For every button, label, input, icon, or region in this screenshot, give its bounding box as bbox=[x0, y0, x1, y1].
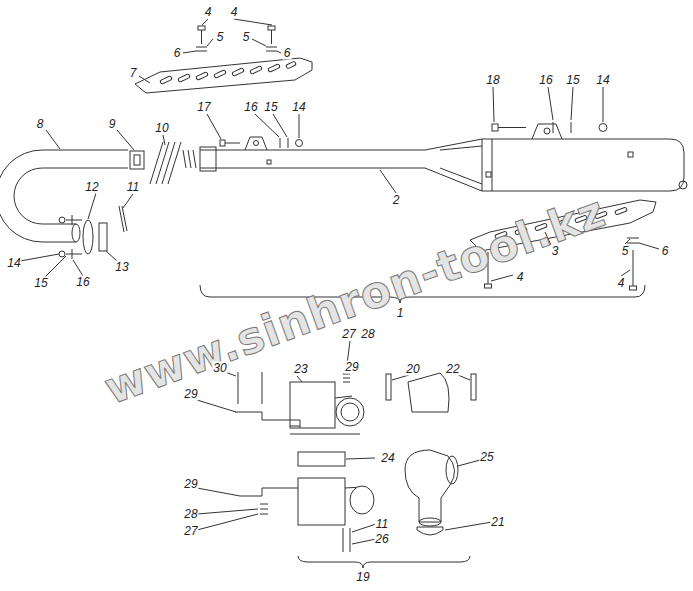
callout-number: 24 bbox=[380, 452, 395, 465]
callout-number: 1 bbox=[396, 307, 405, 320]
callout-number: 4 bbox=[204, 6, 213, 19]
callout-number: 15 bbox=[565, 74, 580, 87]
callout-number: 17 bbox=[196, 101, 211, 114]
callout-number: 14 bbox=[6, 257, 21, 270]
callout-number: 6 bbox=[173, 47, 182, 60]
callout-number: 5 bbox=[242, 31, 251, 44]
callout-number: 11 bbox=[126, 181, 140, 194]
callout-number: 6 bbox=[283, 47, 292, 60]
callout-number: 14 bbox=[291, 101, 306, 114]
callout-number: 27 bbox=[183, 525, 198, 538]
callout-number: 15 bbox=[33, 277, 48, 290]
callout-number: 14 bbox=[595, 74, 610, 87]
callout-number: 19 bbox=[355, 571, 370, 584]
callout-number: 21 bbox=[490, 516, 505, 529]
callout-number: 29 bbox=[344, 361, 359, 374]
callout-number: 10 bbox=[154, 122, 169, 135]
callout-number: 18 bbox=[485, 74, 500, 87]
watermark: www.sinhron-tool.kz bbox=[98, 186, 612, 414]
callout-number: 28 bbox=[360, 328, 375, 341]
callout-number: 4 bbox=[617, 277, 626, 290]
callout-number: 9 bbox=[108, 118, 117, 131]
callout-number: 29 bbox=[183, 388, 198, 401]
callout-number: 20 bbox=[405, 363, 420, 376]
callout-number: 23 bbox=[293, 363, 308, 376]
callout-number: 4 bbox=[230, 6, 239, 19]
callout-number: 5 bbox=[216, 31, 225, 44]
callout-number: 16 bbox=[538, 74, 553, 87]
callout-number: 30 bbox=[212, 362, 227, 375]
callout-number: 5 bbox=[621, 245, 630, 258]
callout-number: 16 bbox=[75, 276, 90, 289]
callout-number: 8 bbox=[36, 118, 45, 131]
callout-number: 27 bbox=[341, 328, 356, 341]
callout-number: 4 bbox=[516, 271, 525, 284]
callout-number: 25 bbox=[479, 451, 494, 464]
callout-number: 16 bbox=[243, 101, 258, 114]
callout-number: 22 bbox=[445, 363, 460, 376]
callout-number: 6 bbox=[661, 245, 670, 258]
callout-number: 2 bbox=[392, 194, 401, 207]
callout-number: 26 bbox=[374, 533, 389, 546]
callout-number: 12 bbox=[84, 181, 99, 194]
callout-number: 29 bbox=[183, 478, 198, 491]
callout-number: 15 bbox=[263, 101, 278, 114]
callout-number: 7 bbox=[129, 67, 138, 80]
callout-number: 3 bbox=[551, 245, 560, 258]
callout-number: 13 bbox=[114, 261, 129, 274]
callout-number: 11 bbox=[375, 518, 389, 531]
callout-number: 28 bbox=[183, 508, 198, 521]
